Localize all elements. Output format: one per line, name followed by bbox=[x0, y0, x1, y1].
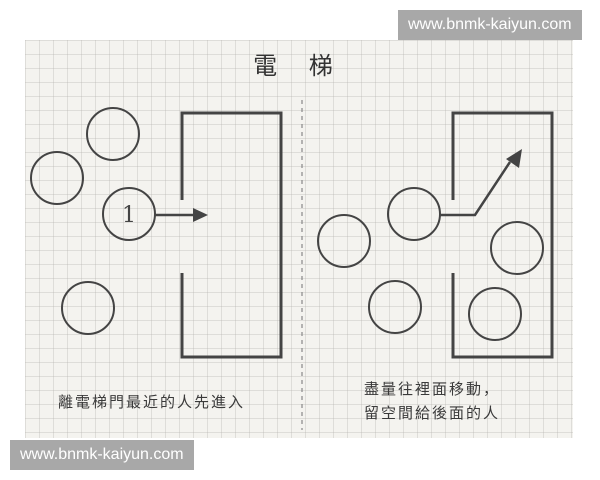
arrow-diagonal-icon bbox=[440, 149, 522, 217]
right-caption-line1: 盡量往裡面移動， bbox=[364, 380, 501, 398]
person-circle bbox=[61, 281, 115, 335]
right-elevator bbox=[451, 111, 554, 359]
left-caption: 離電梯門最近的人先進入 bbox=[58, 393, 246, 411]
grid-paper: 電 梯 bbox=[25, 40, 573, 438]
left-people bbox=[30, 107, 156, 335]
right-people bbox=[317, 187, 544, 341]
watermark-bottom-left: www.bnmk-kaiyun.com bbox=[10, 440, 194, 470]
person-circle bbox=[490, 221, 544, 275]
person-number: 1 bbox=[122, 203, 136, 228]
person-circle bbox=[368, 280, 422, 334]
watermark-top-right: www.bnmk-kaiyun.com bbox=[398, 10, 582, 40]
person-circle bbox=[30, 151, 84, 205]
person-circle bbox=[468, 287, 522, 341]
left-elevator bbox=[180, 111, 283, 359]
right-caption-line2: 留空間給後面的人 bbox=[364, 404, 501, 422]
person-circle-moving bbox=[387, 187, 441, 241]
arrow-right-icon bbox=[155, 208, 208, 222]
person-circle bbox=[86, 107, 140, 161]
diagram-title: 電 梯 bbox=[253, 52, 345, 80]
person-circle bbox=[317, 214, 371, 268]
